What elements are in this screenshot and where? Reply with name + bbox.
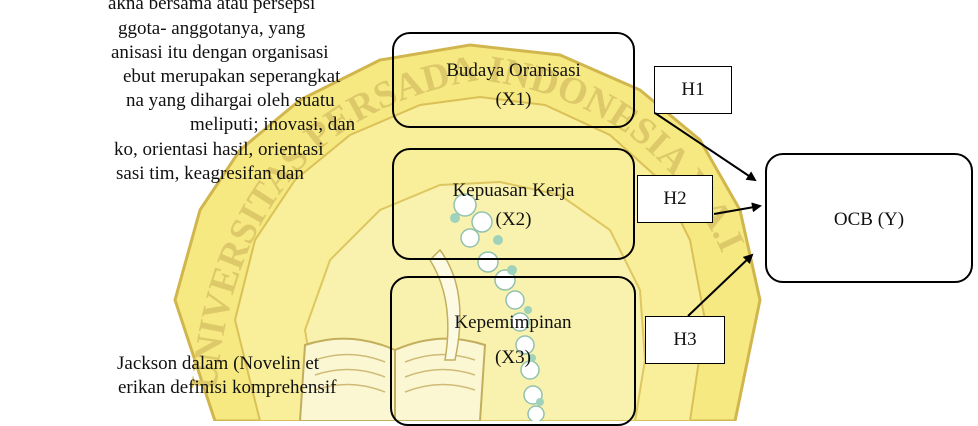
variable-code: (X2) — [394, 205, 633, 234]
text-line: na yang dihargai oleh suatu — [126, 89, 335, 112]
variable-code: (X1) — [394, 85, 633, 114]
hypothesis-label: H3 — [673, 329, 696, 350]
text-line: erikan definisi komprehensif — [118, 376, 336, 399]
text-line: ko, orientasi hasil, orientasi — [114, 138, 323, 161]
hypothesis-h1: H1 — [654, 66, 732, 114]
background-paragraph: akna bersama atau persepsi ggota- anggot… — [0, 0, 340, 421]
text-line: sasi tim, keagresifan dan — [116, 162, 304, 185]
variable-box-x2: Kepuasan Kerja (X2) — [392, 148, 635, 260]
variable-box-x3: Kepemimpinan (X3) — [390, 276, 636, 426]
hypothesis-h2: H2 — [637, 175, 713, 223]
text-line: Jackson dalam (Novelin et — [117, 352, 319, 375]
variable-code: (X3) — [392, 337, 634, 372]
text-line: ebut merupakan seperangkat — [123, 65, 340, 88]
variable-label: Kepemimpinan — [392, 278, 634, 337]
dependent-label: OCB (Y) — [834, 209, 904, 230]
hypothesis-h3: H3 — [645, 316, 725, 364]
variable-label: Budaya Oranisasi — [394, 34, 633, 85]
text-line: meliputi; inovasi, dan — [190, 113, 355, 136]
variable-box-x1: Budaya Oranisasi (X1) — [392, 32, 635, 128]
text-line: akna bersama atau persepsi — [108, 0, 315, 15]
hypothesis-label: H1 — [681, 79, 704, 100]
dependent-box-y: OCB (Y) — [765, 153, 973, 283]
text-line: anisasi itu dengan organisasi — [111, 41, 329, 64]
hypothesis-label: H2 — [663, 188, 686, 209]
text-line: ggota- anggotanya, yang — [118, 17, 305, 40]
variable-label: Kepuasan Kerja — [394, 150, 633, 205]
